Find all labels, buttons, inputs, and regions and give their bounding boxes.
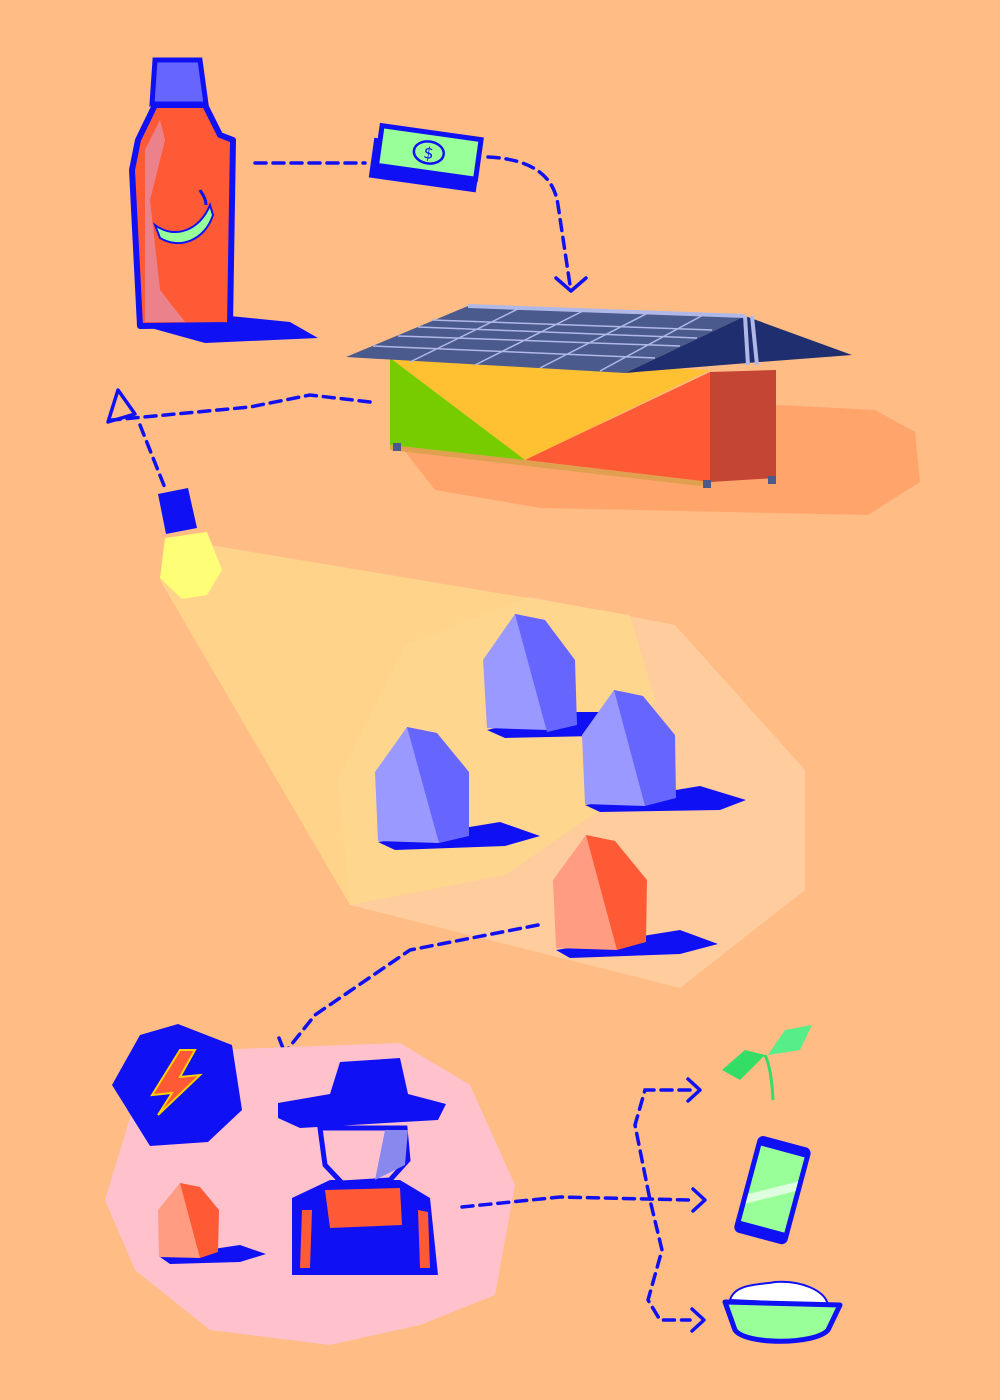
house-icon: [483, 614, 625, 738]
flow-to-bulb: [138, 423, 167, 490]
sprout-icon: [722, 1025, 812, 1101]
flow-farmer-to-outputs: [460, 1195, 692, 1209]
farmer-icon: [278, 1058, 446, 1275]
flow-cooler-to-light: [110, 393, 372, 422]
arrow-head: [691, 1187, 707, 1213]
arrow-head: [686, 1077, 702, 1103]
light-bulb-icon: [158, 488, 222, 599]
svg-text:$: $: [422, 143, 435, 163]
house-icon: [582, 690, 746, 812]
money-icon: $: [368, 122, 484, 193]
house-icon: [375, 727, 540, 850]
house-icon: [553, 835, 718, 958]
lightning-icon: [112, 1024, 242, 1146]
flow-house-to-farmer: [285, 923, 540, 1052]
flow-money-to-cooler: [486, 155, 572, 287]
arrow-head: [106, 388, 137, 424]
house-icon: [158, 1183, 266, 1264]
arrow-head: [690, 1307, 706, 1333]
flow-branch: [633, 1088, 692, 1322]
rice-bowl-icon: [722, 1280, 843, 1344]
arrow-head: [554, 276, 588, 293]
hot-sauce-bottle-icon: [129, 57, 318, 343]
smartphone-icon: [734, 1136, 811, 1245]
solar-cooler-icon: [346, 304, 920, 515]
